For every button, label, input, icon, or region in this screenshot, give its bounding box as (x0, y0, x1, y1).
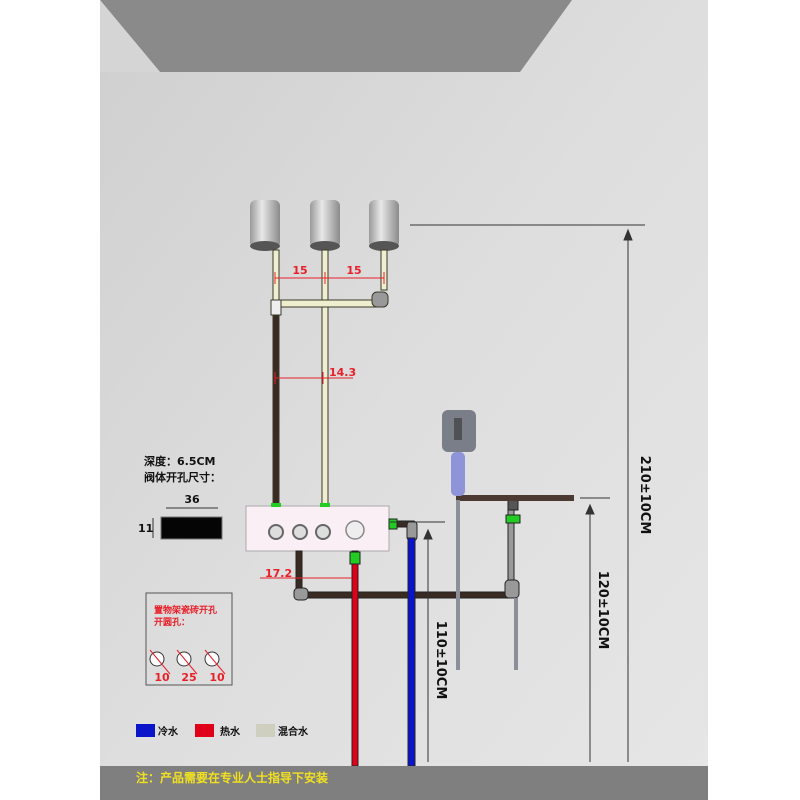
shelf-hole-box (145, 592, 233, 686)
valve-height-label: 110±10CM (433, 621, 448, 700)
handle-knob[interactable] (292, 524, 308, 540)
legend-mixed: 混合水 (278, 725, 309, 738)
pipe-offset-label: 14.3 (329, 366, 356, 379)
spacing-left-label: 15 (292, 264, 307, 277)
installation-note: 注：产品需要在专业人士指导下安装 (136, 770, 328, 785)
shelf-holes (149, 649, 226, 675)
hole-size-label: 10 (209, 671, 225, 684)
handle-knob[interactable] (315, 524, 331, 540)
jet-left (250, 200, 280, 251)
shower-hose (456, 500, 460, 670)
depth-label: 深度：6.5CM (144, 454, 216, 468)
legend-hot: 热水 (220, 725, 241, 738)
total-height-label: 210±10CM (637, 456, 652, 535)
cutout-rect (160, 516, 223, 540)
shelf-hole-title-1: 置物架瓷砖开孔 (154, 604, 217, 616)
ceiling (100, 0, 572, 72)
shelf-hole-title-2: 开圆孔： (154, 616, 190, 628)
cutout-width-label: 36 (184, 493, 200, 506)
thermostat-knob[interactable] (345, 520, 365, 540)
wall-background (100, 0, 708, 800)
spacing-right-label: 15 (346, 264, 361, 277)
jet-right (369, 200, 399, 251)
legend-cold: 冷水 (158, 725, 179, 738)
hole-size-label: 25 (181, 671, 196, 684)
jet-middle (310, 200, 340, 251)
note-bar (100, 766, 708, 800)
hand-shower[interactable] (442, 410, 476, 496)
cutout-size-title: 阀体开孔尺寸： (144, 470, 221, 484)
outlet-offset-label: 17.2 (265, 567, 292, 580)
lower-pipes (293, 499, 521, 767)
handle-knob[interactable] (268, 524, 284, 540)
shelf (456, 495, 574, 501)
dimension-jet-spacing (274, 272, 385, 384)
hole-size-label: 10 (154, 671, 170, 684)
height-dimensions (390, 224, 645, 762)
legend: 冷水 热水 混合水 (136, 724, 309, 738)
slide-bar-height-label: 120±10CM (595, 571, 610, 650)
thermostatic-valve (245, 503, 390, 552)
cutout-height-label: 11 (138, 522, 153, 535)
